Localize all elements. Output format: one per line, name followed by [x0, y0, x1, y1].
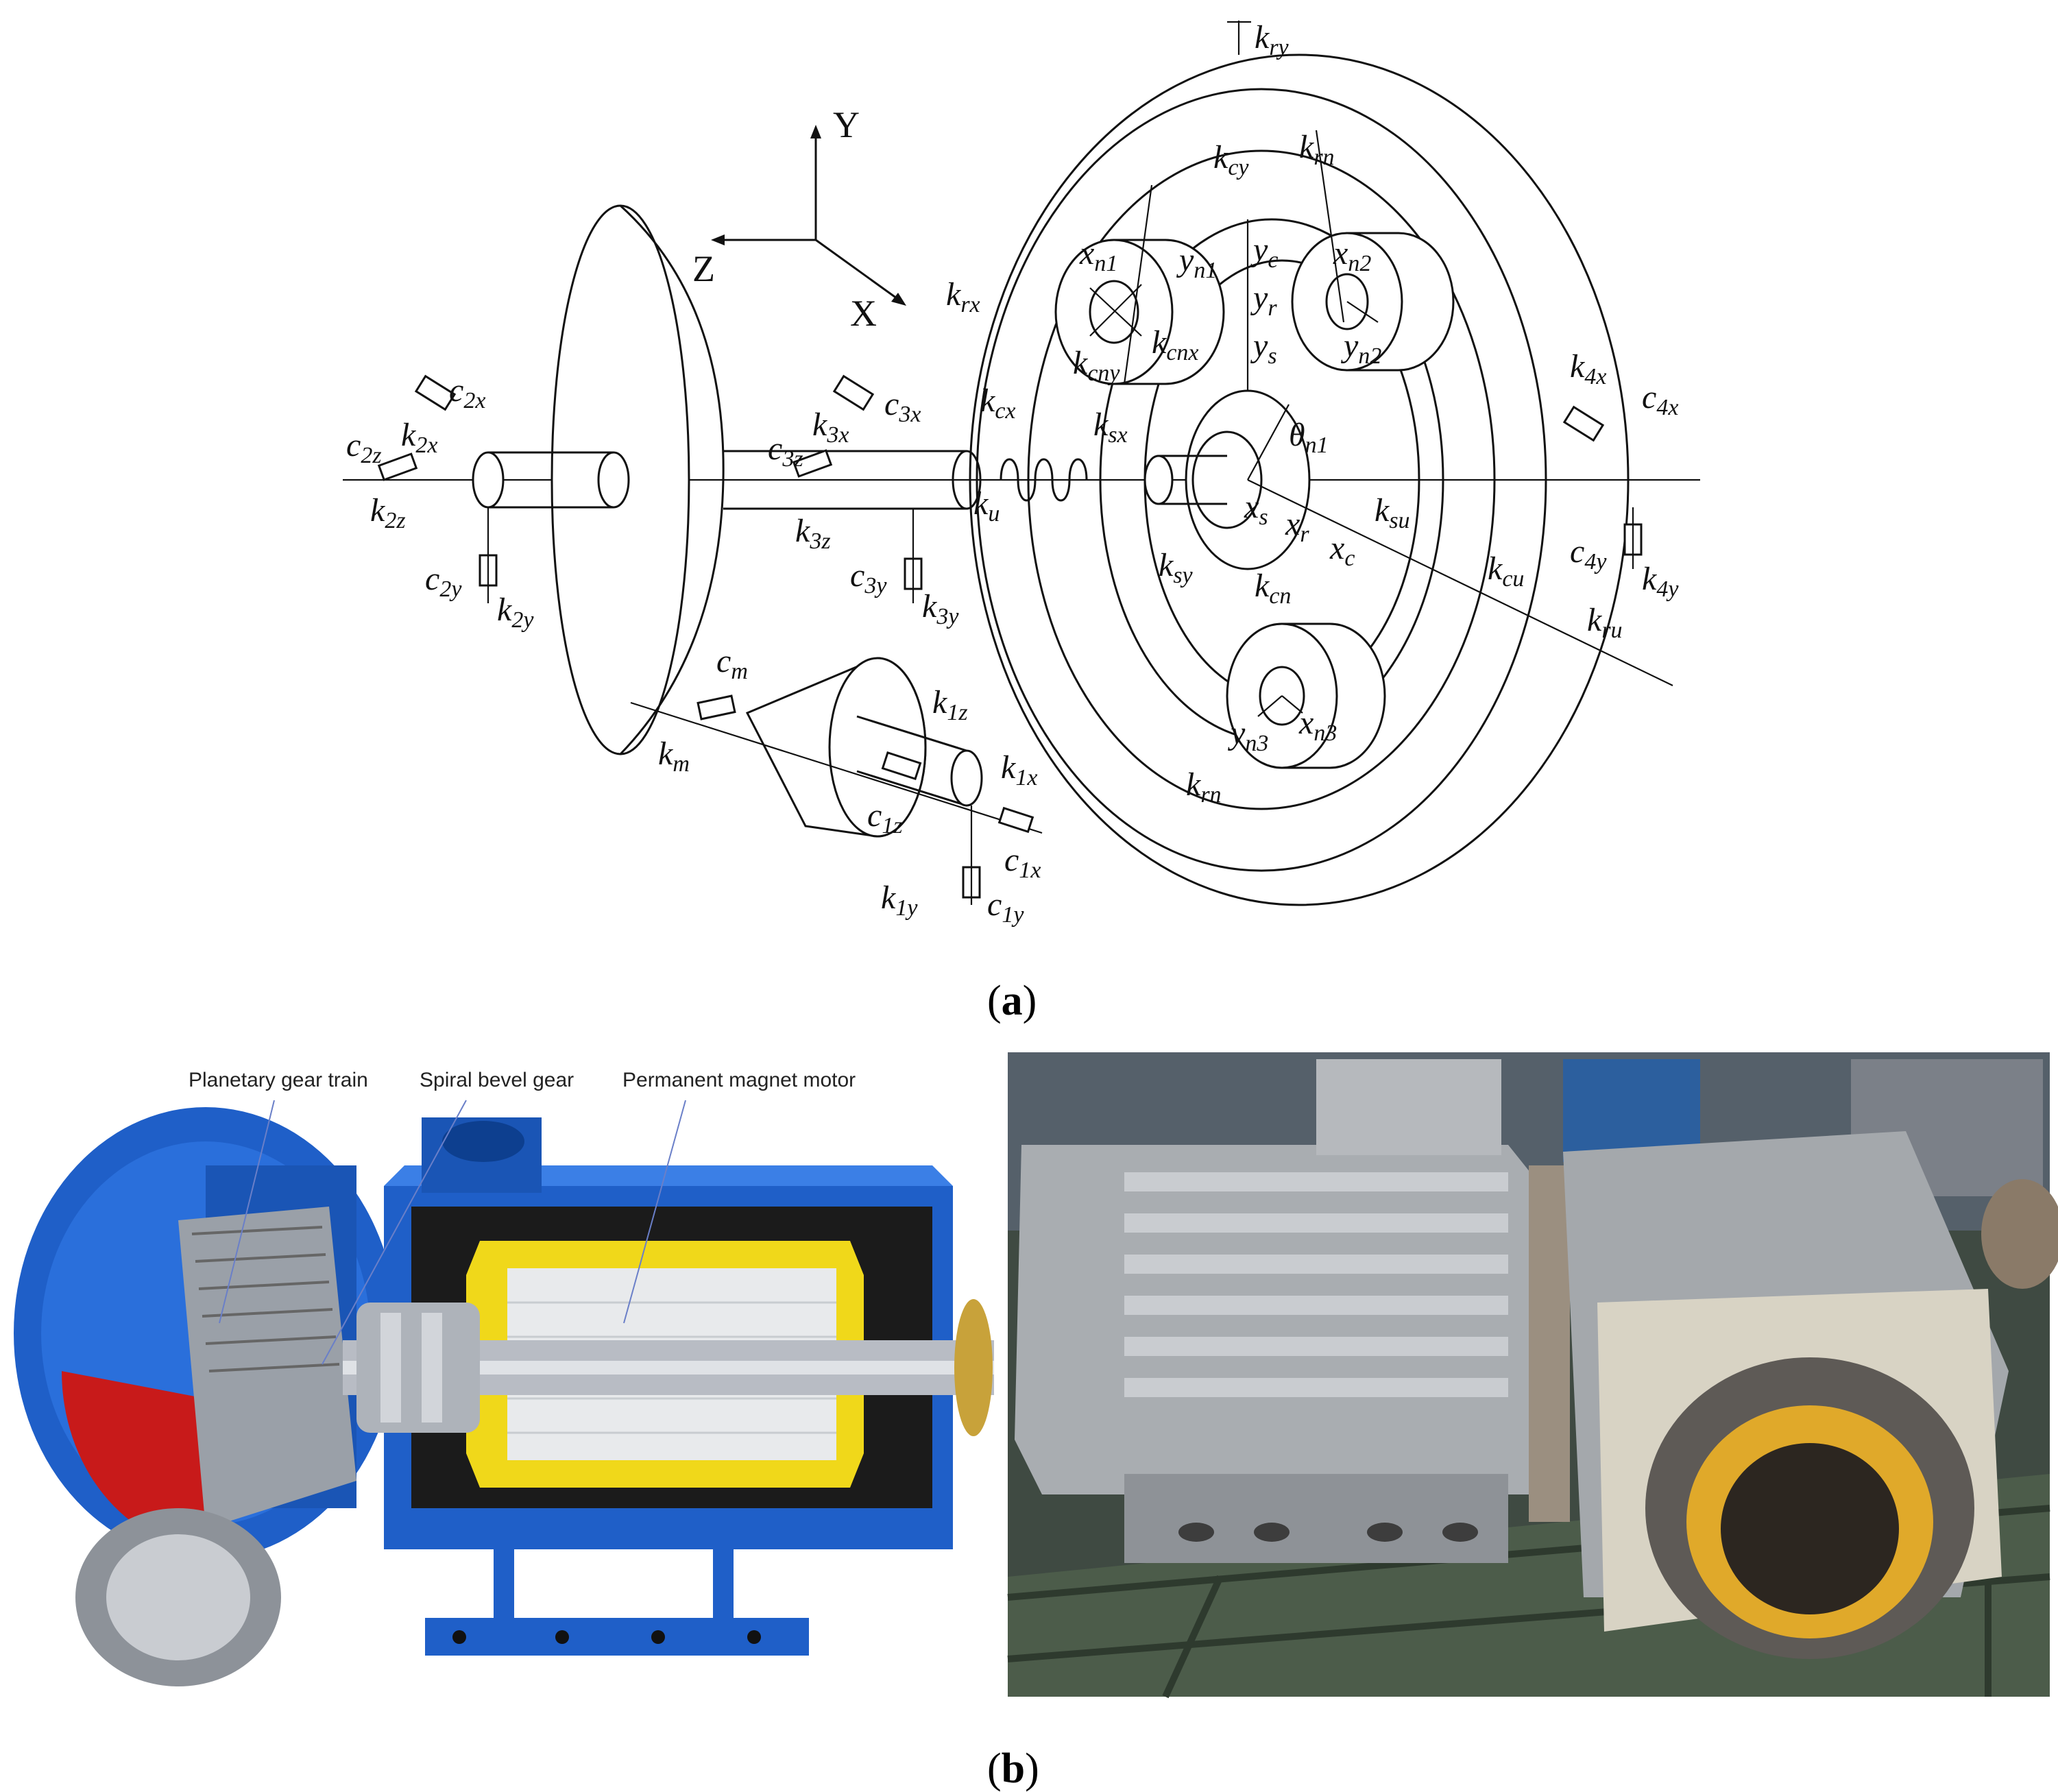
caption-a: (a): [987, 978, 1037, 1024]
label-ku: ku: [973, 485, 1000, 526]
label-ksu: ksu: [1375, 492, 1410, 533]
axis-y-label: Y: [833, 104, 860, 145]
planet-gear-2: [1291, 232, 1455, 372]
pinion-gear: [630, 657, 1043, 838]
sun-gear: [1143, 389, 1311, 570]
diagram-labels: kry kcy krn yc yr ys xn1 yn1 xn2 yn2 kcn…: [346, 19, 1679, 928]
label-xr: xr: [1285, 506, 1309, 547]
label-xn1: xn1: [1079, 235, 1117, 276]
label-yn3: yn3: [1227, 715, 1268, 756]
label-kcnx: kcnx: [1152, 324, 1199, 365]
label-ys: ys: [1250, 328, 1277, 369]
label-kcx: kcx: [980, 383, 1016, 424]
label-c1y: c1y: [987, 886, 1024, 928]
cutaway-render: Planetary gear train Spiral bevel gear P…: [14, 1069, 994, 1686]
label-c4x: c4x: [1642, 379, 1678, 420]
label-kry: kry: [1255, 19, 1290, 60]
label-c3y: c3y: [850, 557, 887, 598]
label-kcn: kcn: [1255, 568, 1291, 609]
label-c2z: c2z: [346, 427, 382, 468]
label-k3z: k3z: [795, 513, 831, 554]
label-cm: cm: [716, 643, 748, 684]
callout-spiral-bevel-gear: Spiral bevel gear: [420, 1069, 574, 1091]
label-ksy: ksy: [1159, 547, 1194, 588]
label-c2y: c2y: [425, 561, 462, 602]
label-yr: yr: [1250, 280, 1277, 321]
label-c2x: c2x: [449, 372, 485, 413]
caption-b: (b): [987, 1745, 1039, 1792]
large-bevel-gear: [550, 204, 725, 755]
dynamic-model-diagram: Y Z X: [343, 19, 1700, 1024]
label-theta: θn1: [1289, 417, 1329, 458]
label-yn1: yn1: [1176, 242, 1217, 283]
label-krn-top: krn: [1299, 129, 1335, 170]
label-xs: xs: [1244, 489, 1268, 530]
label-k1y: k1y: [881, 880, 918, 921]
label-kcny: kcny: [1073, 345, 1120, 386]
label-c3x: c3x: [884, 386, 921, 427]
label-k2x: k2x: [401, 417, 437, 458]
label-kcy: kcy: [1213, 139, 1249, 180]
label-k4x: k4x: [1570, 348, 1606, 389]
label-c1z: c1z: [867, 797, 903, 838]
label-kru: kru: [1587, 602, 1623, 643]
label-c3z: c3z: [768, 431, 803, 472]
spring-dampers: [377, 21, 1643, 905]
label-yn2: yn2: [1340, 328, 1381, 369]
label-xc: xc: [1329, 530, 1355, 571]
label-km: km: [658, 736, 690, 777]
label-krn-bottom: krn: [1186, 766, 1222, 808]
label-k2z: k2z: [370, 492, 406, 533]
callout-planetary-gear-train: Planetary gear train: [189, 1069, 368, 1091]
axis-x-label: X: [850, 293, 877, 334]
label-k2y: k2y: [497, 592, 534, 633]
label-k1z: k1z: [932, 684, 968, 725]
label-krx: krx: [946, 276, 980, 317]
label-k4y: k4y: [1642, 561, 1679, 602]
label-xn2: xn2: [1333, 235, 1371, 276]
label-k3y: k3y: [922, 588, 959, 629]
prototype-photo: [1007, 1052, 2058, 1699]
planet-gear-1: [1054, 239, 1225, 385]
carrier-links: [1123, 130, 1673, 686]
axis-z-label: Z: [692, 248, 715, 289]
label-xn3: xn3: [1298, 705, 1337, 746]
label-c1x: c1x: [1004, 842, 1041, 883]
torsion-spring: [1000, 458, 1088, 502]
label-k3x: k3x: [812, 407, 849, 448]
planet-gear-3: [1226, 622, 1386, 769]
coordinate-axes: Y Z X: [692, 104, 906, 334]
label-yc: yc: [1250, 232, 1278, 273]
label-kcu: kcu: [1488, 550, 1524, 592]
label-k1x: k1x: [1001, 749, 1037, 790]
label-c4y: c4y: [1570, 533, 1607, 574]
label-ksx: ksx: [1093, 407, 1128, 448]
middle-shaft: [723, 450, 982, 510]
callout-permanent-magnet-motor: Permanent magnet motor: [622, 1069, 856, 1091]
